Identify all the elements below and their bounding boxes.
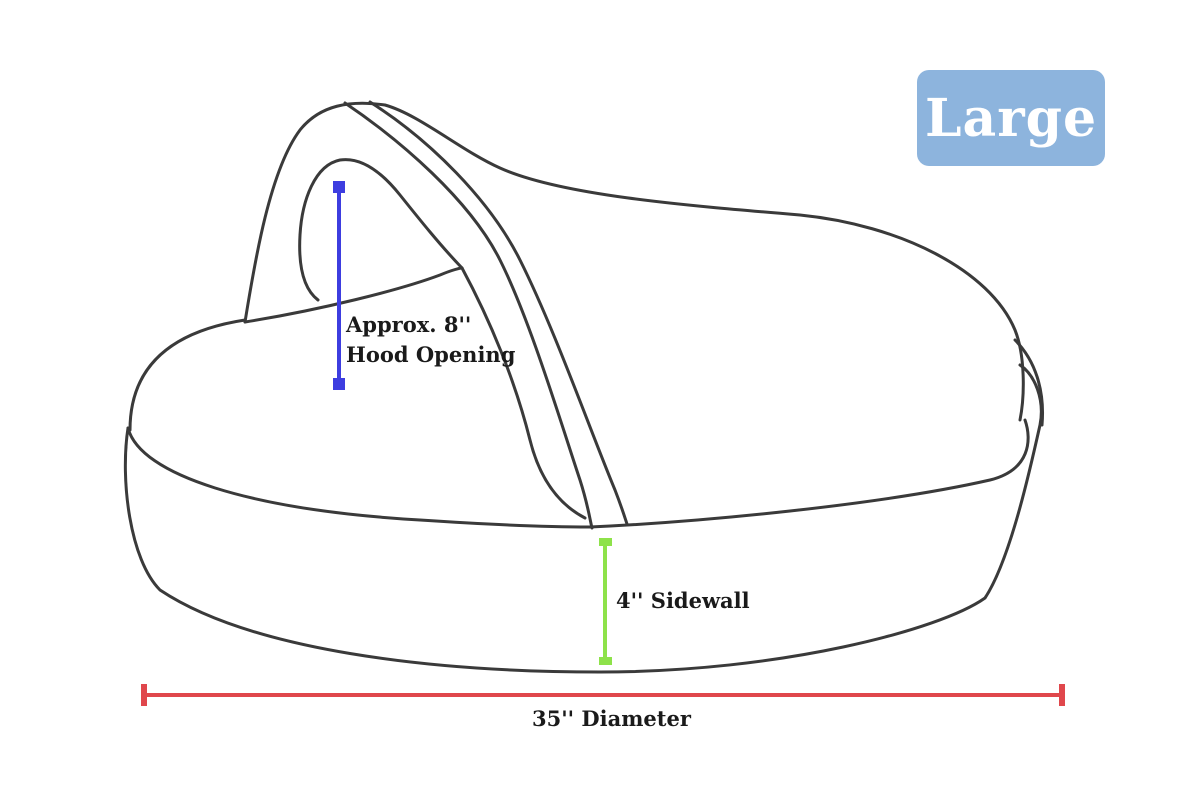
bed-base-outline	[123, 363, 1043, 674]
sidewall-measure-line	[599, 538, 612, 665]
diameter-measure-line	[141, 684, 1065, 706]
size-badge: Large	[917, 70, 1105, 166]
hood-seam-back	[368, 100, 629, 526]
sidewall-label: 4'' Sidewall	[616, 588, 750, 613]
hood-inner-wall	[460, 266, 587, 520]
hood-opening-label: Approx. 8'' Hood Opening	[346, 310, 515, 370]
bed-cushion-rim	[126, 318, 1030, 529]
size-badge-label: Large	[924, 87, 1098, 149]
bed-inner-rim	[243, 266, 464, 324]
hood-outer-arc	[243, 101, 1025, 422]
hood-measure-line	[333, 181, 345, 390]
hood-opening-line2: Hood Opening	[346, 342, 516, 367]
diameter-label: 35'' Diameter	[532, 706, 691, 731]
hood-opening-line1: Approx. 8''	[346, 312, 472, 337]
hood-seam-front	[343, 101, 594, 530]
bed-right-rim	[1013, 338, 1045, 427]
hood-opening-curve	[298, 158, 464, 302]
